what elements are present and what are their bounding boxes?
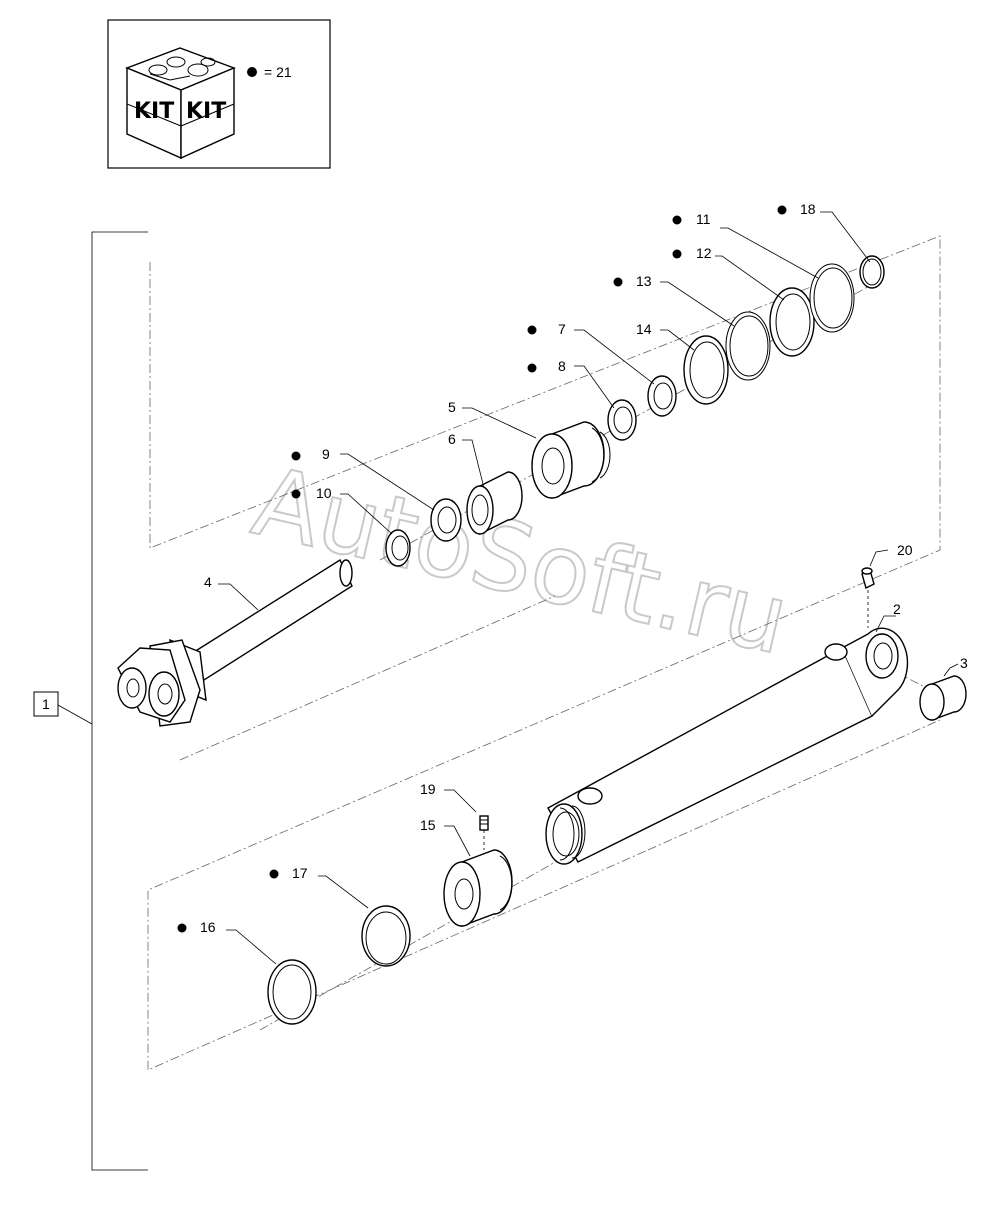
kit-word-left: KIT — [134, 99, 174, 124]
kit-bullet-10 — [291, 489, 301, 499]
ring-part-9 — [430, 498, 462, 542]
callout-12: 12 — [696, 245, 712, 261]
callout-4: 4 — [204, 574, 212, 590]
callout-16: 16 — [200, 919, 216, 935]
kit-bullet-8 — [527, 363, 537, 373]
callout-13: 13 — [636, 273, 652, 289]
cylinder-barrel-part-2 — [545, 627, 909, 865]
bushing-part-3 — [919, 675, 967, 721]
kit-bullet-9 — [291, 451, 301, 461]
kit-bullet-13 — [613, 277, 623, 287]
callout-14: 14 — [636, 321, 652, 337]
callout-19: 19 — [420, 781, 436, 797]
ring-part-7 — [647, 375, 677, 417]
wiper-ring-part-10 — [385, 529, 411, 567]
callout-5: 5 — [448, 399, 456, 415]
kit-legend: KIT KIT = 21 — [107, 19, 331, 169]
exploded-envelope — [147, 235, 941, 1071]
callout-11: 11 — [696, 211, 711, 227]
kit-bullet-17 — [269, 869, 279, 879]
ring-part-18 — [859, 255, 885, 289]
ring-part-13 — [725, 311, 771, 381]
assembly-bracket: 1 — [33, 231, 148, 1171]
kit-equation: = 21 — [264, 64, 292, 80]
kit-bullet-16 — [177, 923, 187, 933]
callout-6: 6 — [448, 431, 456, 447]
grease-nipple-part-20 — [861, 567, 875, 628]
gland-part-5 — [531, 421, 611, 500]
ring-part-17 — [361, 905, 411, 967]
piston-part-15 — [443, 849, 513, 928]
callout-2: 2 — [893, 601, 901, 617]
piston-rod-part-4 — [117, 558, 353, 727]
bushing-part-6 — [466, 471, 523, 536]
callout-9: 9 — [322, 446, 330, 462]
callout-7: 7 — [558, 321, 566, 337]
assembly-label: 1 — [42, 696, 50, 712]
watermark-text: AutoSoft.ru — [244, 445, 798, 676]
callout-17: 17 — [292, 865, 308, 881]
ring-part-14 — [683, 335, 729, 405]
callout-18: 18 — [800, 201, 816, 217]
ring-part-12 — [769, 287, 815, 357]
callout-8: 8 — [558, 358, 566, 374]
kit-word-right: KIT — [186, 99, 226, 124]
kit-box-icon: KIT KIT — [125, 47, 236, 160]
callouts: 2 3 4 5 6 7 8 9 10 11 12 13 14 15 16 17 … — [177, 201, 968, 935]
ring-part-11 — [809, 263, 855, 333]
callout-10: 10 — [316, 485, 332, 501]
callout-15: 15 — [420, 817, 436, 833]
callout-20: 20 — [897, 542, 913, 558]
kit-bullet-7 — [527, 325, 537, 335]
kit-bullet-12 — [672, 249, 682, 259]
set-screw-part-19 — [479, 815, 489, 850]
ring-part-8 — [607, 399, 637, 441]
callout-3: 3 — [960, 655, 968, 671]
leader-lines — [218, 211, 959, 965]
kit-bullet-18 — [777, 205, 787, 215]
ring-part-16 — [267, 959, 317, 1025]
kit-bullet-11 — [672, 215, 682, 225]
kit-bullet-icon — [247, 67, 257, 77]
